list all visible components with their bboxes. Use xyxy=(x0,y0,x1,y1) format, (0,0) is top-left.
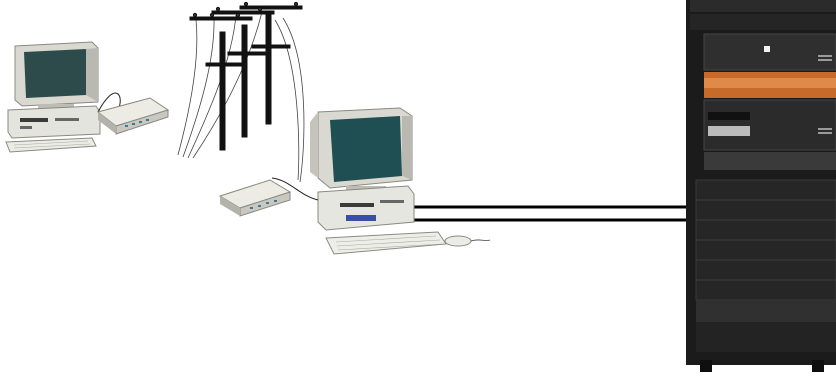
desktop-computer-icon xyxy=(6,42,100,152)
modem-icon xyxy=(220,180,290,216)
local-computer xyxy=(220,108,490,254)
phone-lines xyxy=(178,12,304,182)
server-rack-icon xyxy=(686,0,836,372)
modem-icon xyxy=(98,98,168,134)
twinax-cable-pair xyxy=(410,207,700,220)
telephone-pole-icon xyxy=(190,2,302,150)
desktop-computer-icon xyxy=(310,108,490,254)
remote-computer xyxy=(6,42,168,152)
